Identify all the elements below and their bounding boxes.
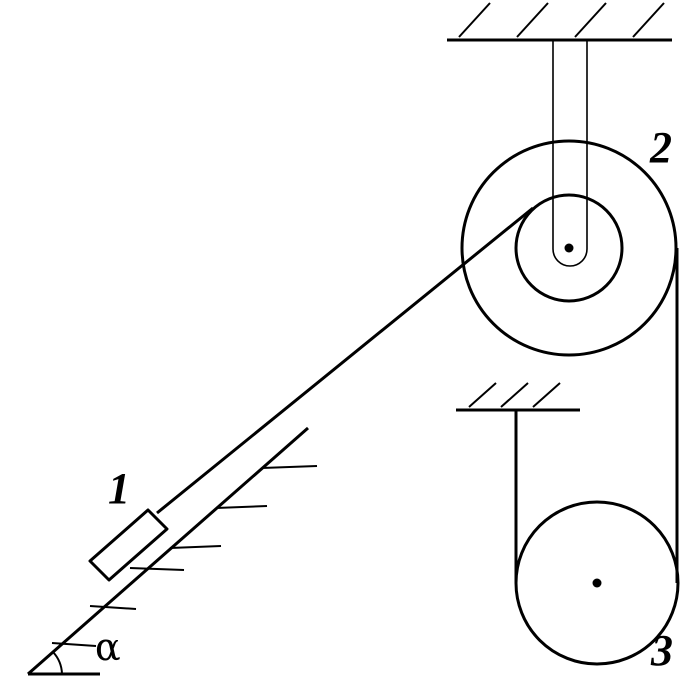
block-label: 1: [108, 464, 130, 513]
lower-pulley-label: 3: [650, 626, 673, 675]
sliding-block: [88, 508, 169, 582]
upper-pulley-axle: [564, 243, 574, 253]
lower-pulley-axle: [592, 578, 602, 588]
ceiling-support-lower: [456, 382, 580, 412]
upper-pulley-inner: [514, 193, 624, 303]
upper-pulley-label: 2: [649, 123, 672, 172]
incline-plane: [27, 426, 318, 676]
pulley-hanger-rod: [552, 40, 588, 267]
angle-label: α: [95, 625, 121, 669]
ceiling-support-top: [447, 2, 672, 42]
rope-incline: [156, 206, 534, 515]
